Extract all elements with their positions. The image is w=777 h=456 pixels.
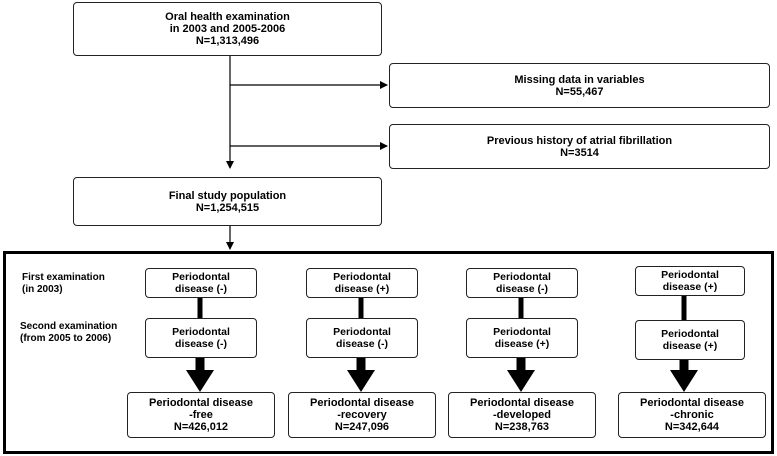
final-study-population-box: Final study population N=1,254,515 [73, 177, 382, 226]
group2-second-exam-box: Periodontal disease (-) [306, 318, 418, 358]
group1-outcome-count: N=426,012 [173, 421, 229, 433]
missing-data-box: Missing data in variables N=55,467 [389, 63, 770, 108]
group2-second-exam-line2: disease (-) [336, 338, 388, 350]
group2-second-exam-line1: Periodontal [333, 326, 391, 338]
group4-second-exam-line1: Periodontal [661, 328, 719, 340]
missing-data-label: Missing data in variables [514, 73, 645, 86]
group3-outcome-count: N=238,763 [494, 421, 550, 433]
group4-first-exam-line1: Periodontal [661, 269, 719, 281]
initial-population-box: Oral health examination in 2003 and 2005… [73, 2, 382, 56]
atrial-fibrillation-history-count: N=3514 [560, 146, 599, 159]
group2-outcome-line1: Periodontal disease [310, 397, 414, 409]
group3-first-exam-line1: Periodontal [493, 271, 551, 283]
initial-population-line1: Oral health examination [165, 11, 290, 23]
group1-first-exam-line2: disease (-) [175, 283, 227, 295]
group3-thick-arrowhead [507, 370, 535, 392]
group1-first-exam-box: Periodontal disease (-) [145, 268, 257, 298]
group4-second-exam-box: Periodontal disease (+) [635, 320, 745, 360]
group4-outcome-line2: -chronic [670, 409, 714, 421]
second-examination-label: Second examination (from 2005 to 2006) [20, 321, 117, 345]
group2-first-exam-box: Periodontal disease (+) [306, 268, 418, 298]
final-study-population-count: N=1,254,515 [195, 201, 260, 214]
group1-thick-arrowhead [186, 370, 214, 392]
group3-outcome-line1: Periodontal disease [470, 397, 574, 409]
second-examination-label-line2: (from 2005 to 2006) [20, 333, 112, 344]
group3-first-exam-line2: disease (-) [496, 283, 548, 295]
group3-first-exam-box: Periodontal disease (-) [466, 268, 578, 298]
group2-outcome-count: N=247,096 [334, 421, 390, 433]
final-study-population-label: Final study population [168, 189, 287, 202]
first-examination-label-line2: (in 2003) [22, 284, 63, 295]
second-examination-label-line1: Second examination [20, 321, 118, 332]
first-examination-label: First examination (in 2003) [22, 272, 105, 296]
group1-outcome-line2: -free [189, 409, 213, 421]
group4-first-exam-line2: disease (+) [662, 281, 718, 293]
group3-outcome-box: Periodontal disease -developed N=238,763 [448, 392, 596, 438]
group2-first-exam-line1: Periodontal [333, 271, 391, 283]
group1-outcome-line1: Periodontal disease [149, 397, 253, 409]
group2-outcome-box: Periodontal disease -recovery N=247,096 [288, 392, 436, 438]
group4-thick-arrowhead [670, 370, 698, 392]
group2-first-exam-line2: disease (+) [334, 283, 390, 295]
group4-second-exam-line2: disease (+) [662, 340, 718, 352]
first-examination-label-line1: First examination [22, 272, 105, 283]
group1-second-exam-line2: disease (-) [175, 338, 227, 350]
group3-second-exam-line1: Periodontal [493, 326, 551, 338]
group4-outcome-count: N=342,644 [664, 421, 720, 433]
atrial-fibrillation-history-label: Previous history of atrial fibrillation [486, 134, 673, 147]
missing-data-count: N=55,467 [555, 85, 604, 98]
group3-second-exam-box: Periodontal disease (+) [466, 318, 578, 358]
group4-first-exam-box: Periodontal disease (+) [635, 266, 745, 296]
group1-second-exam-line1: Periodontal [172, 326, 230, 338]
group2-thick-arrowhead [347, 370, 375, 392]
initial-population-line2: in 2003 and 2005-2006 [169, 23, 286, 35]
initial-population-count: N=1,313,496 [195, 35, 260, 47]
group4-outcome-line1: Periodontal disease [640, 397, 744, 409]
group3-second-exam-line2: disease (+) [494, 338, 550, 350]
atrial-fibrillation-history-box: Previous history of atrial fibrillation … [389, 124, 770, 169]
group2-outcome-line2: -recovery [337, 409, 387, 421]
group1-outcome-box: Periodontal disease -free N=426,012 [127, 392, 275, 438]
group1-second-exam-box: Periodontal disease (-) [145, 318, 257, 358]
group3-outcome-line2: -developed [492, 409, 552, 421]
group-classification-frame [3, 251, 774, 454]
group1-first-exam-line1: Periodontal [172, 271, 230, 283]
group4-outcome-box: Periodontal disease -chronic N=342,644 [618, 392, 766, 438]
